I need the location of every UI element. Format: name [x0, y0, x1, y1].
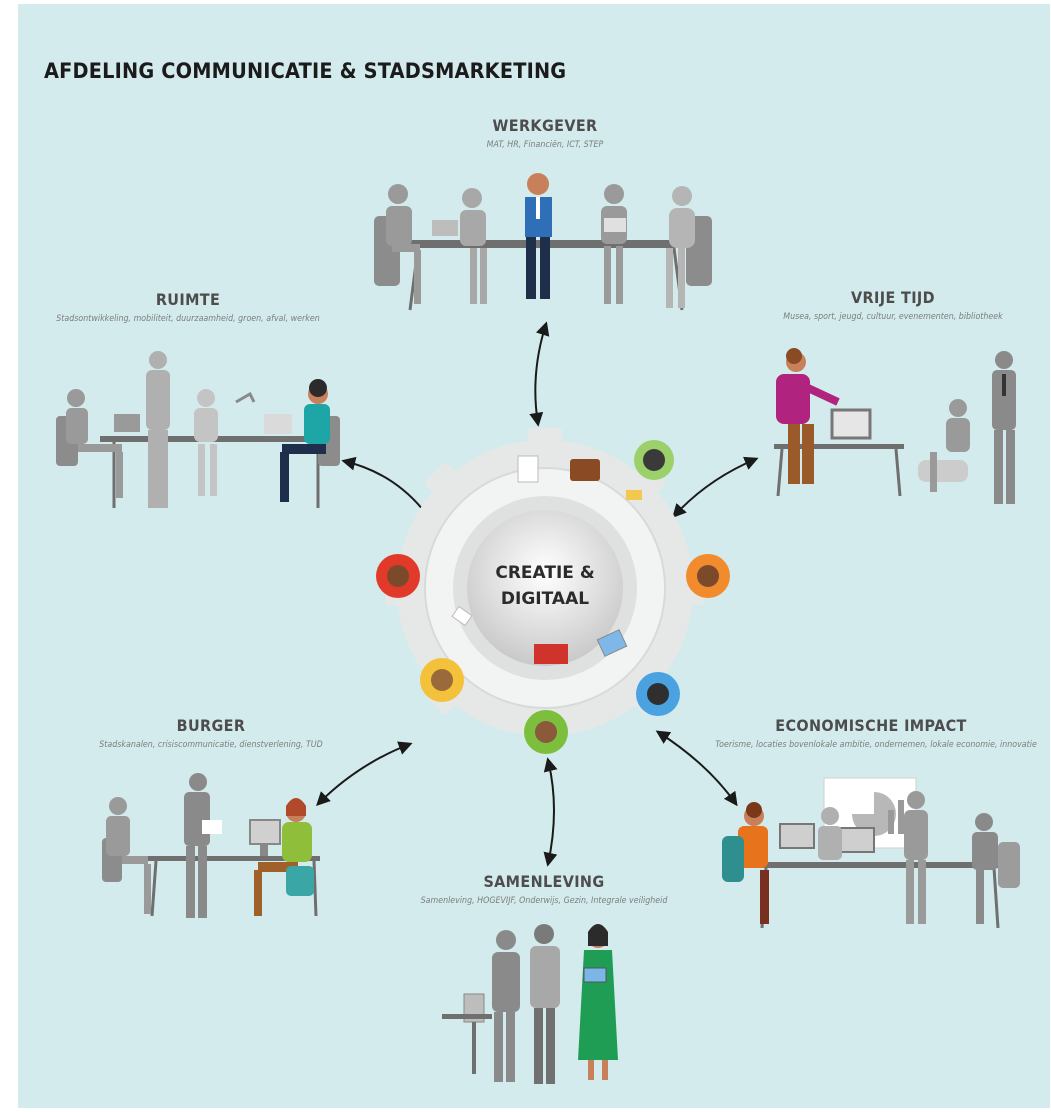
connector-arrows [316, 321, 759, 867]
round-table-gear-icon: CREATIE & DIGITAAL [376, 428, 730, 754]
arrow-vrije-tijd [672, 456, 759, 519]
person-2 [460, 188, 487, 304]
hub-label-line2: DIGITAAL [501, 589, 589, 609]
person-5 [666, 186, 695, 308]
diagram-canvas: AFDELING COMMUNICATIE & STADSMARKETING [18, 4, 1050, 1108]
diagram-graphics: CREATIE & DIGITAAL [56, 173, 1020, 1084]
presentation-scene [774, 348, 1016, 504]
group-ruimte-title: RUIMTE [155, 290, 221, 309]
group-vrije-tijd: VRIJE TIJD Musea, sport, jeugd, cultuur,… [758, 288, 1028, 322]
business-meeting-scene [722, 777, 1020, 929]
page-title: AFDELING COMMUNICATIE & STADSMARKETING [44, 59, 567, 83]
group-burger-title: BURGER [176, 716, 246, 735]
group-vrije-tijd-subtitle: Musea, sport, jeugd, cultuur, evenemente… [783, 312, 1003, 322]
arrow-burger [316, 741, 413, 806]
group-economische-impact: ECONOMISCHE IMPACT Toerisme, locaties bo… [694, 716, 1048, 750]
arrow-ruimte [341, 456, 432, 522]
person-1 [386, 184, 421, 304]
team-members [376, 440, 730, 754]
group-economische-impact-title: ECONOMISCHE IMPACT [775, 716, 967, 735]
group-burger-subtitle: Stadskanalen, crisiscommunicatie, dienst… [99, 740, 323, 750]
group-samenleving: SAMENLEVING Samenleving, HOGEVIJF, Onder… [394, 872, 694, 906]
arrow-werkgever [529, 321, 550, 427]
hub-label-line1: CREATIE & [495, 563, 594, 583]
group-ruimte-subtitle: Stadsontwikkeling, mobiliteit, duurzaamh… [56, 314, 320, 324]
office-desk-scene [56, 351, 340, 508]
group-ruimte: RUIMTE Stadsontwikkeling, mobiliteit, du… [38, 290, 338, 324]
group-conversation-scene [442, 924, 618, 1084]
group-werkgever-title: WERKGEVER [492, 116, 598, 135]
group-burger: BURGER Stadskanalen, crisiscommunicatie,… [76, 716, 346, 750]
person-center [525, 173, 552, 299]
arrow-economische-impact [655, 730, 738, 807]
group-werkgever-subtitle: MAT, HR, Financiën, ICT, STEP [486, 140, 604, 150]
group-samenleving-subtitle: Samenleving, HOGEVIJF, Onderwijs, Gezin,… [420, 896, 668, 906]
service-desk-scene [102, 773, 320, 918]
group-vrije-tijd-title: VRIJE TIJD [851, 288, 935, 307]
group-economische-impact-subtitle: Toerisme, locaties bovenlokale ambitie, … [715, 740, 1037, 750]
arrow-samenleving [543, 757, 558, 867]
meeting-table-scene [374, 173, 712, 311]
group-werkgever: WERKGEVER MAT, HR, Financiën, ICT, STEP [415, 116, 675, 150]
group-samenleving-title: SAMENLEVING [483, 872, 605, 891]
